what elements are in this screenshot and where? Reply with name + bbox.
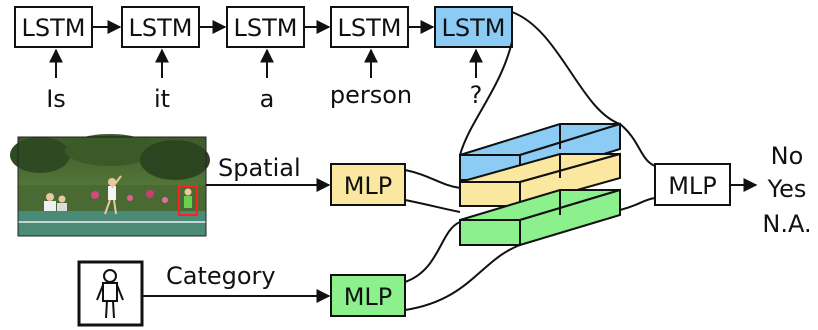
category-to-slab-curve <box>404 221 461 283</box>
category-branch: Category MLP <box>77 260 406 327</box>
output-mlp-box <box>654 163 731 206</box>
lstm-cell-2: LSTM <box>121 6 200 48</box>
lstm-chain: LSTM LSTM LSTM LSTM LSTM Is it <box>14 6 513 113</box>
spatial-branch: Spatial MLP <box>206 154 406 206</box>
spatial-label: Spatial <box>218 154 301 182</box>
spatial-mlp-box <box>330 163 406 206</box>
slab-yellow <box>459 152 621 208</box>
lstm-label: LSTM <box>129 14 193 42</box>
lstm-label: LSTM <box>234 14 298 42</box>
answer-label: No <box>771 142 804 170</box>
question-word: ? <box>470 81 483 109</box>
answer-label: Yes <box>767 175 807 203</box>
lstm-to-slab-curve <box>459 41 513 156</box>
question-word: person <box>330 81 412 109</box>
answer-label: N.A. <box>762 210 811 238</box>
output-block: MLP No Yes N.A. <box>654 142 812 238</box>
slab-green <box>459 188 621 247</box>
connection-curves <box>404 11 656 311</box>
question-word: Is <box>46 85 66 113</box>
category-label: Category <box>166 262 276 290</box>
lstm-label: LSTM <box>22 14 86 42</box>
spatial-to-slab-curve <box>404 199 461 213</box>
concat-slab-stack <box>459 122 621 247</box>
lstm-label: LSTM <box>442 14 506 42</box>
question-word: a <box>260 85 275 113</box>
lstm-cell-4: LSTM <box>330 6 409 48</box>
lstm-to-slab-curve <box>511 11 621 125</box>
lstm-cell-5-final: LSTM <box>434 6 513 48</box>
category-mlp-box <box>330 274 406 317</box>
scene-photo <box>10 134 210 237</box>
spatial-to-slab-curve <box>404 169 461 189</box>
slab-to-mlp-curve <box>619 197 656 211</box>
tennis-player <box>104 175 122 215</box>
question-word: it <box>154 85 170 113</box>
output-mlp-label: MLP <box>668 172 717 200</box>
seated-people <box>44 193 67 211</box>
person-category-icon <box>77 260 144 327</box>
category-mlp-label: MLP <box>344 283 393 311</box>
category-to-slab-curve <box>404 244 521 311</box>
target-bounding-box <box>178 185 198 216</box>
lstm-cell-1: LSTM <box>14 6 93 48</box>
spatial-mlp-label: MLP <box>344 172 393 200</box>
slab-to-mlp-curve <box>619 123 656 167</box>
lstm-label: LSTM <box>338 14 402 42</box>
lstm-cell-3: LSTM <box>226 6 305 48</box>
target-person <box>184 188 192 208</box>
